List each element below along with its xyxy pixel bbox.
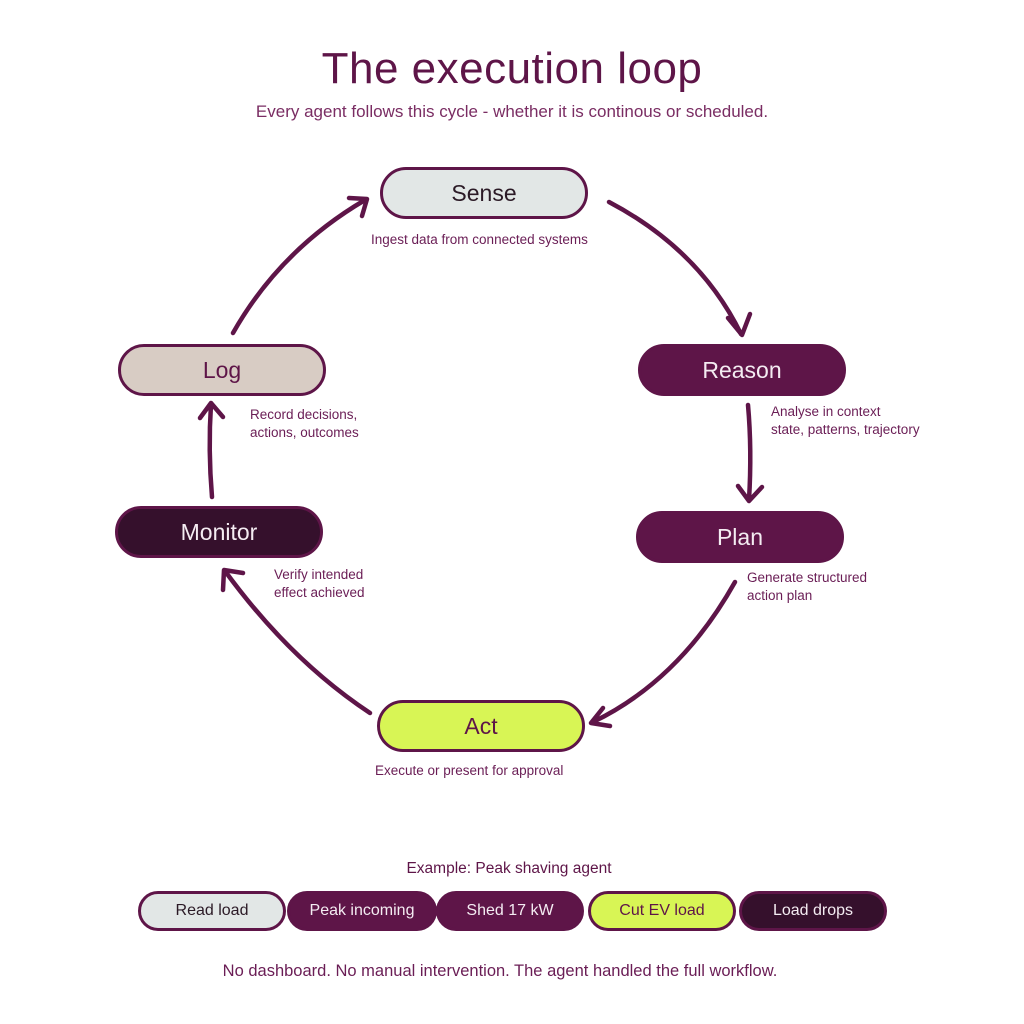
node-monitor-description: Verify intended effect achieved [274,567,365,600]
example-step-load-drops: Load drops [739,891,887,931]
node-log-description: Record decisions, actions, outcomes [250,407,359,440]
arrow-monitor-to-log [197,400,226,500]
node-reason-description: Analyse in context state, patterns, traj… [771,404,920,437]
arrow-plan-to-act [588,579,738,729]
example-step-cut-ev-load: Cut EV load [588,891,736,931]
arrow-sense-to-reason [606,199,753,338]
arrow-act-to-monitor [220,567,373,716]
node-act-label: Act [464,712,498,739]
node-act-description: Execute or present for approval [375,763,564,778]
node-act: Act [377,700,585,752]
node-log: Log [118,344,326,396]
example-title: Example: Peak shaving agent [406,860,612,877]
page-title: The execution loop [321,44,703,93]
node-sense-description: Ingest data from connected systems [371,232,588,247]
node-reason: Reason [638,344,846,396]
example-step-read-load: Read load [138,891,286,931]
arrow-reason-to-plan [735,402,765,504]
node-log-label: Log [202,356,242,383]
arrow-log-to-sense [230,195,370,336]
node-plan-description: Generate structured action plan [747,570,868,603]
example-step-peak-incoming: Peak incoming [287,891,437,931]
node-plan: Plan [636,511,844,563]
node-monitor: Monitor [115,506,323,558]
page-subtitle: Every agent follows this cycle - whether… [255,102,769,121]
node-monitor-label: Monitor [180,518,258,545]
node-plan-label: Plan [716,523,764,550]
node-sense-label: Sense [451,179,517,206]
example-step-shed-load: Shed 17 kW [436,891,584,931]
node-reason-label: Reason [702,356,782,383]
node-sense: Sense [380,167,588,219]
footer-note: No dashboard. No manual intervention. Th… [222,962,778,980]
